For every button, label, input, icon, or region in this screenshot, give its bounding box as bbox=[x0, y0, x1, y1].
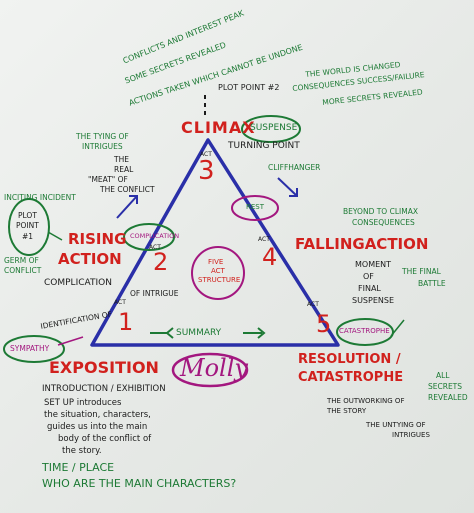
beyond-line1: BEYOND TO CLIMAX bbox=[343, 207, 418, 216]
act-label-2: ACT bbox=[149, 244, 161, 251]
left-note-5: "MEAT" OF bbox=[88, 175, 128, 184]
sympathy-connector bbox=[57, 336, 84, 346]
final-battle-line1: THE FINAL bbox=[402, 267, 441, 276]
outworking-line1: THE OUTWORKING OF bbox=[327, 397, 405, 405]
setup-line3: guides us into the main bbox=[47, 422, 148, 432]
rest-circle bbox=[231, 195, 279, 221]
secrets-line2: SECRETS bbox=[428, 382, 463, 391]
falling-title: FALLINGACTION bbox=[295, 235, 429, 253]
inciting-incident: INCITING INCIDENT bbox=[4, 193, 76, 202]
act-label-3: ACT bbox=[200, 151, 212, 158]
final-battle-line2: BATTLE bbox=[418, 279, 446, 288]
time-place: TIME / PLACE bbox=[42, 461, 115, 474]
plot-point-2: PLOT POINT #2 bbox=[218, 83, 280, 92]
plot-point-1-line3: #1 bbox=[22, 232, 34, 241]
untying-line2: INTRIGUES bbox=[392, 431, 430, 439]
moment-line1: MOMENT bbox=[355, 260, 392, 269]
moment-line2: OF bbox=[363, 272, 374, 281]
exposition-title: EXPOSITION bbox=[49, 358, 159, 377]
left-note-6: THE CONFLICT bbox=[100, 185, 155, 194]
act-number-1: 1 bbox=[118, 308, 134, 336]
complication-circle-label: COMPLICATION bbox=[130, 232, 180, 240]
center-line2: ACT bbox=[211, 267, 225, 275]
catastrophe-connector bbox=[390, 319, 405, 337]
act-number-3: 3 bbox=[198, 156, 215, 186]
plot-triangle bbox=[90, 138, 340, 347]
germ-line2: CONFLICT bbox=[4, 266, 42, 275]
act-label-5: ACT bbox=[307, 301, 319, 308]
sympathy-circle bbox=[3, 335, 65, 363]
plot-point-connector bbox=[47, 231, 63, 241]
rising-title-2: ACTION bbox=[58, 250, 122, 268]
center-circle bbox=[191, 246, 245, 300]
of-intrigue: OF INTRIGUE bbox=[130, 289, 179, 298]
act-label-1: ACT bbox=[114, 299, 126, 306]
secrets-line3: REVEALED bbox=[428, 393, 468, 402]
left-note-2: INTRIGUES bbox=[82, 142, 123, 151]
moment-line4: SUSPENSE bbox=[352, 296, 395, 305]
falling-arrow bbox=[277, 177, 298, 197]
climax-title: CLIMAX bbox=[181, 118, 256, 137]
act-label-4: ACT bbox=[258, 236, 270, 243]
outworking-line2: THE STORY bbox=[327, 407, 367, 415]
who-are-characters: WHO ARE THE MAIN CHARACTERS? bbox=[42, 477, 237, 490]
cliffhanger: CLIFFHANGER bbox=[268, 163, 321, 172]
moment-line3: FINAL bbox=[358, 284, 381, 293]
left-note-4: REAL bbox=[114, 165, 134, 174]
plot-point-1-line2: POINT bbox=[16, 221, 39, 230]
rising-title-1: RISING bbox=[68, 230, 127, 248]
left-note-1: THE TYING OF bbox=[76, 132, 129, 141]
summary: SUMMARY bbox=[176, 328, 222, 338]
catastrophe-circle bbox=[336, 318, 394, 346]
complication-circle bbox=[123, 223, 175, 251]
setup-line4: body of the conflict of bbox=[58, 434, 152, 444]
setup-line1: SET UP introduces bbox=[44, 398, 122, 408]
setup-line2: the situation, characters, bbox=[44, 410, 151, 420]
untying-line1: THE UNTYING OF bbox=[366, 421, 426, 429]
resolution-title-2: CATASTROPHE bbox=[298, 370, 404, 385]
left-note-3: THE bbox=[114, 155, 129, 164]
suspense-label: SUSPENSE bbox=[250, 123, 298, 133]
rest-label: REST bbox=[246, 203, 265, 211]
molly: Molly bbox=[180, 354, 248, 382]
rising-arrow bbox=[116, 195, 138, 219]
beyond-line2: CONSEQUENCES bbox=[352, 218, 415, 227]
sympathy-label: SYMPATHY bbox=[10, 344, 50, 353]
complication: COMPLICATION bbox=[44, 278, 112, 288]
turning-point: TURNING POINT bbox=[228, 141, 300, 151]
act-number-2: 2 bbox=[153, 248, 169, 276]
plot-point-1-circle bbox=[8, 198, 50, 256]
act-number-5: 5 bbox=[316, 310, 332, 338]
exposition-intro: INTRODUCTION / EXHIBITION bbox=[42, 384, 166, 394]
setup-line5: the story. bbox=[62, 446, 102, 456]
molly-circle bbox=[171, 352, 249, 388]
center-line1: FIVE bbox=[208, 258, 224, 266]
act-number-4: 4 bbox=[262, 243, 278, 271]
center-line3: STRUCTURE bbox=[198, 276, 241, 284]
germ-line1: GERM OF bbox=[4, 256, 39, 265]
plot-point-1-line1: PLOT bbox=[18, 211, 37, 220]
secrets-line1: ALL bbox=[436, 371, 450, 380]
suspense-circle bbox=[241, 115, 301, 143]
catastrophe-circle-label: CATASTROPHE bbox=[339, 327, 390, 335]
resolution-title-1: RESOLUTION / bbox=[298, 352, 401, 367]
